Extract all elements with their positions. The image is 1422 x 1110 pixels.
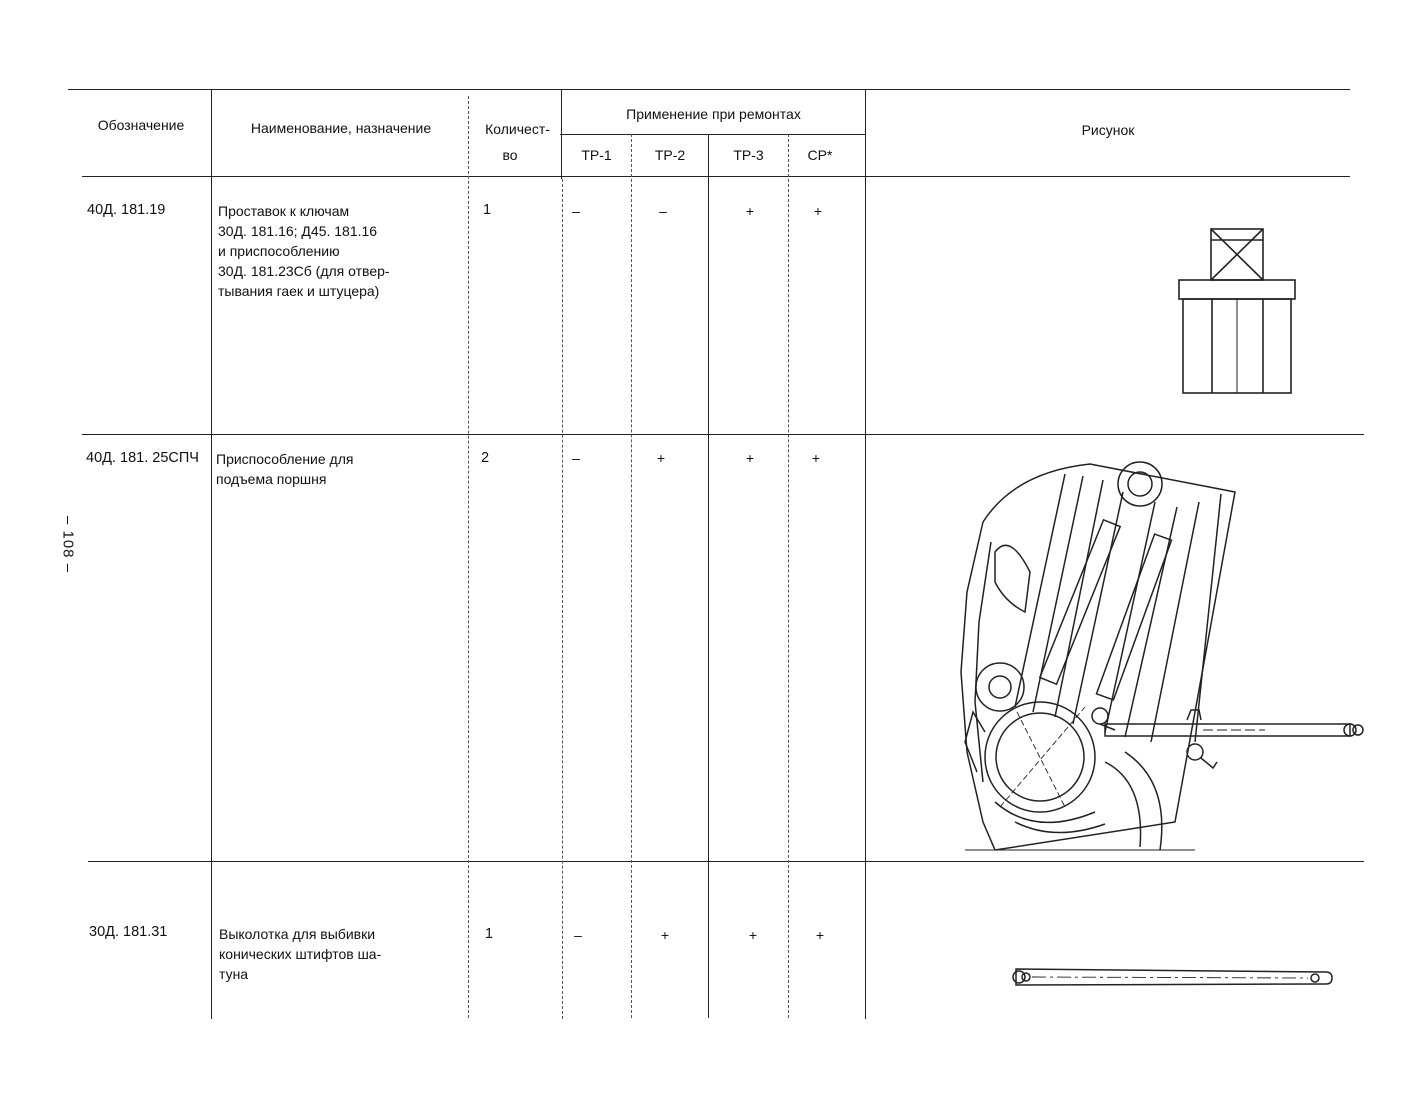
header-quantity-line2: во: [502, 147, 518, 163]
row-tr1-mark: –: [572, 450, 580, 466]
row-name-line: тывания гаек и штуцера): [218, 283, 380, 299]
row-designation: 30Д. 181.31: [89, 924, 168, 940]
row-cp-mark: +: [815, 927, 825, 943]
col-rule-tr1: [561, 89, 562, 179]
row-cp-mark: +: [811, 450, 821, 466]
row-quantity: 2: [481, 450, 490, 466]
col-rule-tr1-body: [562, 179, 563, 1019]
row-tr2-mark: +: [660, 927, 670, 943]
col-rule-tr3: [708, 134, 709, 1018]
header-quantity-line1: Количест-: [485, 121, 550, 137]
row-name-line: и приспособлению: [218, 243, 340, 259]
page-number: – 108 –: [59, 515, 77, 574]
row-quantity: 1: [483, 202, 492, 218]
row-designation: 40Д. 181. 25СПЧ: [86, 450, 199, 466]
row-name-line: конических штифтов ша-: [219, 946, 382, 962]
row-name-line: 30Д. 181.23Сб (для отвер-: [218, 263, 390, 279]
row-tr2-mark: –: [659, 203, 667, 219]
header-figure: Рисунок: [1081, 122, 1135, 138]
col-rule-name: [211, 89, 212, 1019]
row-designation: 40Д. 181.19: [87, 202, 166, 218]
row-name-line: Приспособление для: [216, 451, 354, 467]
row-tr3-mark: +: [748, 927, 758, 943]
row-tr3-mark: +: [745, 203, 755, 219]
col-rule-cp: [788, 134, 789, 1018]
col-rule-tr2: [631, 134, 632, 1018]
row-tr1-mark: –: [572, 203, 580, 219]
row-tr1-mark: –: [574, 927, 582, 943]
piston-lifting-device-drawing-icon: [960, 461, 1364, 851]
repairs-group-rule: [560, 134, 865, 135]
header-designation: Обозначение: [97, 117, 185, 133]
row-tr2-mark: +: [656, 450, 666, 466]
header-name: Наименование, назначение: [250, 120, 432, 136]
header-tr3: ТР-3: [733, 147, 764, 163]
spacer-drawing-icon: [1178, 228, 1296, 394]
row-cp-mark: +: [813, 203, 823, 219]
table-top-rule: [68, 89, 1350, 90]
header-bottom-rule: [82, 176, 1350, 177]
row-tr3-mark: +: [745, 450, 755, 466]
row-divider-2: [88, 861, 1364, 862]
row-name-line: туна: [219, 966, 249, 982]
header-cp: СР*: [807, 147, 833, 163]
header-tr2: ТР-2: [654, 147, 686, 163]
row-name-line: 30Д. 181.16; Д45. 181.16: [218, 223, 378, 239]
drift-punch-drawing-icon: [1012, 968, 1333, 986]
header-tr1: ТР-1: [581, 147, 612, 163]
row-name-line: подъема поршня: [216, 471, 327, 487]
col-rule-quantity: [468, 96, 469, 1018]
header-repairs-group: Применение при ремонтах: [626, 106, 801, 122]
row-quantity: 1: [485, 926, 494, 942]
row-name-line: Проставок к ключам: [218, 203, 350, 219]
col-rule-figure: [865, 89, 866, 1019]
row-divider-1: [82, 434, 1364, 435]
row-name-line: Выколотка для выбивки: [219, 926, 376, 942]
